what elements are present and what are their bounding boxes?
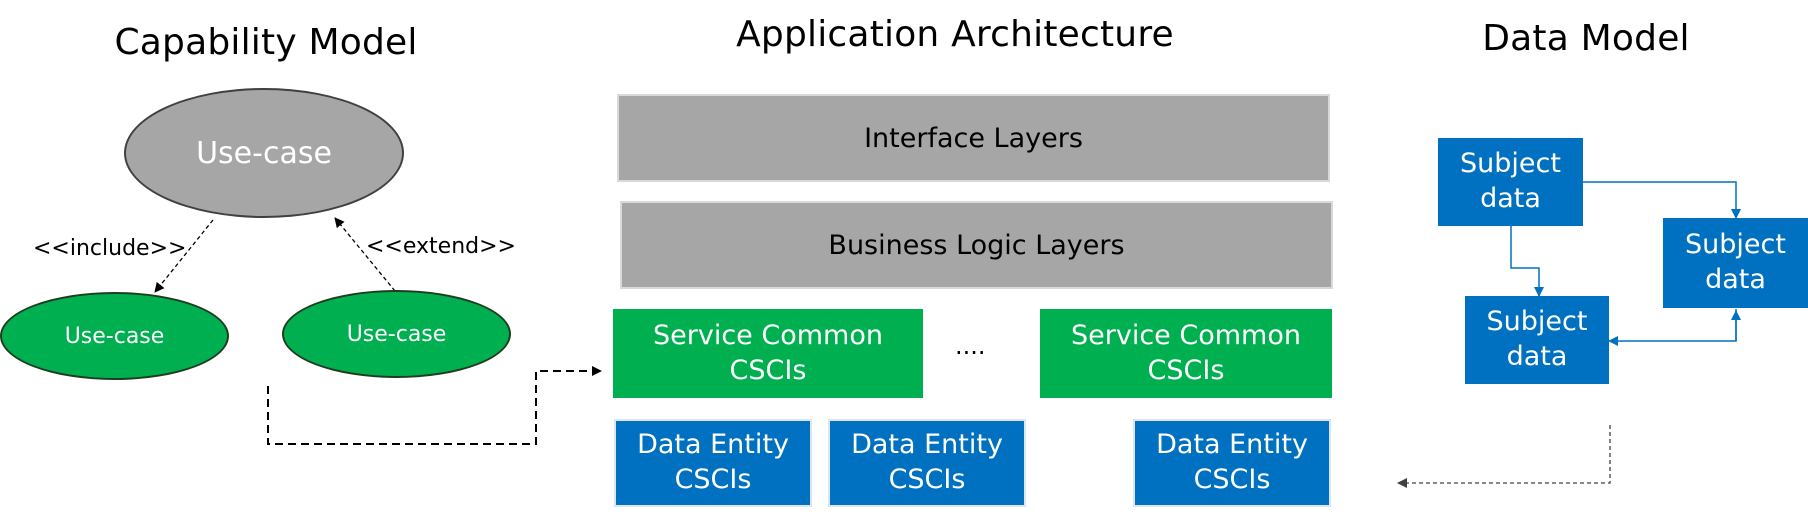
service-common-right-label: Service Common CSCIs bbox=[1071, 319, 1301, 386]
service-common-right-box: Service Common CSCIs bbox=[1040, 309, 1332, 398]
use-case-left-label: Use-case bbox=[64, 323, 165, 349]
subject-top-to-bottom-connector bbox=[1510, 226, 1544, 297]
service-common-left-box: Service Common CSCIs bbox=[613, 309, 923, 398]
subject-top-to-right-connector bbox=[1583, 181, 1741, 219]
extend-label: <<extend>> bbox=[366, 234, 516, 259]
data-entity-label-1: Data Entity CSCIs bbox=[637, 429, 789, 495]
data-entity-label-2: Data Entity CSCIs bbox=[851, 429, 1003, 495]
capability-model-title: Capability Model bbox=[114, 22, 418, 63]
interface-layers-box: Interface Layers bbox=[617, 94, 1330, 182]
subject-data-bottom-box: Subject data bbox=[1465, 296, 1609, 384]
subject-data-top-box: Subject data bbox=[1438, 138, 1583, 226]
ellipsis-label: .... bbox=[955, 332, 986, 360]
subject-data-right-box: Subject data bbox=[1663, 218, 1808, 308]
subject-right-to-bottom-connector bbox=[1608, 309, 1737, 346]
data-entity-label-3: Data Entity CSCIs bbox=[1156, 429, 1308, 495]
use-case-top-ellipse: Use-case bbox=[124, 88, 404, 218]
include-arrow bbox=[154, 219, 214, 293]
capability-to-architecture-arrow bbox=[267, 366, 602, 445]
service-common-left-label: Service Common CSCIs bbox=[653, 319, 883, 386]
data-entity-box-3: Data Entity CSCIs bbox=[1133, 419, 1331, 507]
use-case-right-label: Use-case bbox=[346, 321, 447, 347]
subject-data-bottom-label: Subject data bbox=[1486, 306, 1588, 372]
business-logic-layers-box: Business Logic Layers bbox=[620, 201, 1333, 289]
use-case-left-ellipse: Use-case bbox=[0, 292, 229, 380]
application-architecture-title: Application Architecture bbox=[736, 14, 1174, 55]
use-case-right-ellipse: Use-case bbox=[282, 290, 511, 378]
interface-layers-label: Interface Layers bbox=[864, 122, 1083, 154]
data-model-title: Data Model bbox=[1482, 18, 1690, 59]
subject-data-top-label: Subject data bbox=[1460, 148, 1561, 214]
data-entity-box-2: Data Entity CSCIs bbox=[828, 419, 1026, 507]
business-logic-layers-label: Business Logic Layers bbox=[828, 229, 1125, 261]
extend-arrow bbox=[334, 217, 396, 292]
data-model-to-architecture-arrow bbox=[1397, 425, 1611, 488]
subject-data-right-label: Subject data bbox=[1685, 229, 1786, 295]
include-label: <<include>> bbox=[33, 236, 187, 261]
use-case-top-label: Use-case bbox=[196, 135, 332, 171]
data-entity-box-1: Data Entity CSCIs bbox=[614, 419, 812, 507]
